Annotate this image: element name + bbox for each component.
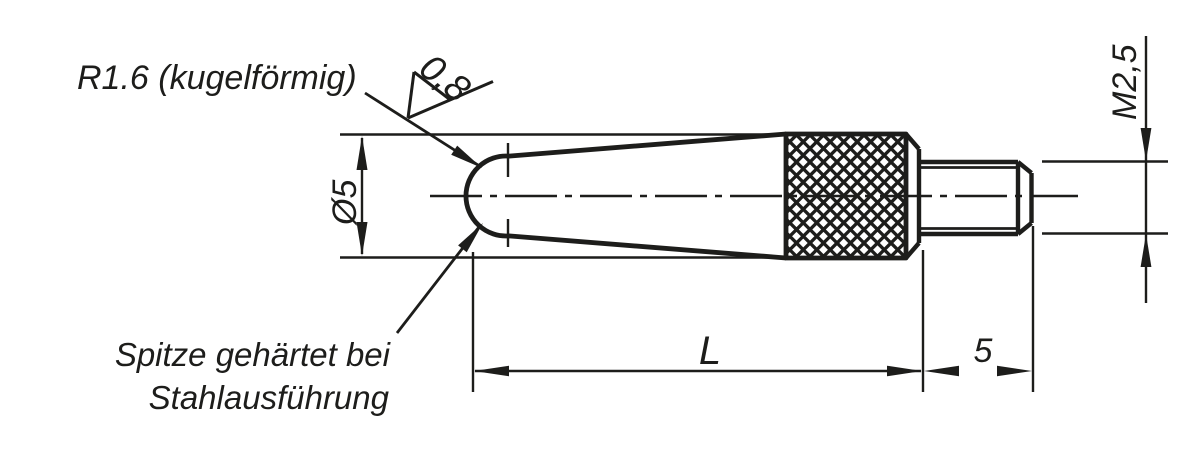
centerline bbox=[430, 143, 1078, 247]
radius-note-label: R1.6 (kugelförmig) bbox=[77, 59, 357, 97]
arrowhead bbox=[997, 365, 1032, 377]
knurled-grip bbox=[783, 131, 909, 261]
arrowhead bbox=[458, 223, 483, 253]
hardening-note-line2: Stahlausführung bbox=[149, 379, 390, 416]
arrowhead bbox=[474, 365, 509, 377]
arrowhead bbox=[1140, 234, 1152, 267]
length-label: L bbox=[699, 329, 721, 373]
thread-label: M2,5 bbox=[1106, 44, 1144, 120]
arrowhead bbox=[356, 136, 368, 170]
diameter-label: Ø5 bbox=[326, 180, 364, 226]
surface-roughness-symbol bbox=[406, 70, 494, 120]
dimension-length bbox=[471, 250, 925, 392]
thread-stud bbox=[919, 159, 1034, 237]
arrowhead bbox=[451, 145, 482, 168]
roughness-value-label: 0,8 bbox=[412, 46, 478, 110]
arrowhead bbox=[1140, 128, 1152, 161]
hardening-note-line1: Spitze gehärtet bei bbox=[115, 336, 392, 373]
part-outline bbox=[463, 131, 1034, 261]
sphere-tip-and-cone bbox=[463, 131, 787, 261]
arrowhead bbox=[887, 365, 922, 377]
thread-length-label: 5 bbox=[974, 332, 993, 370]
arrowhead bbox=[924, 365, 959, 377]
arrowhead bbox=[356, 222, 368, 256]
